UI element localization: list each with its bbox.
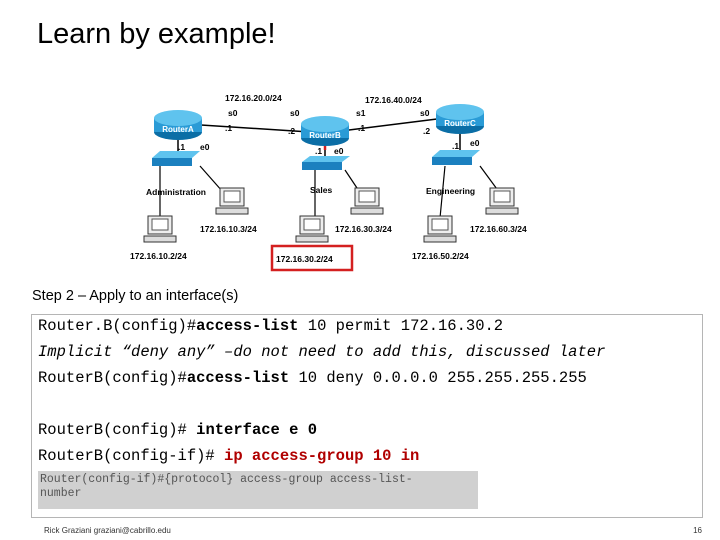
svg-text:172.16.10.3/24: 172.16.10.3/24 bbox=[200, 224, 257, 234]
router-c-icon: RouterC bbox=[436, 104, 484, 134]
host-10-2-icon bbox=[143, 215, 177, 243]
router-c-label: RouterC bbox=[444, 119, 476, 128]
router-b-label: RouterB bbox=[309, 131, 341, 140]
syntax-reference: Router(config-if)#{protocol} access-grou… bbox=[38, 471, 478, 509]
svg-text:s0: s0 bbox=[290, 108, 300, 118]
router-a-icon: RouterA bbox=[154, 110, 202, 140]
network-topology: RouterA RouterB RouterC bbox=[130, 93, 527, 272]
svg-text:.1: .1 bbox=[358, 123, 365, 133]
step-heading: Step 2 – Apply to an interface(s) bbox=[32, 288, 239, 304]
svg-text:.2: .2 bbox=[288, 126, 295, 136]
code-line-4: RouterB(config)# interface e 0 bbox=[38, 421, 318, 439]
svg-text:172.16.10.2/24: 172.16.10.2/24 bbox=[130, 251, 187, 261]
svg-text:s0: s0 bbox=[420, 108, 430, 118]
svg-text:.2: .2 bbox=[423, 126, 430, 136]
lan-label-engineering: Engineering bbox=[426, 186, 475, 196]
svg-text:e0: e0 bbox=[334, 146, 344, 156]
host-30-3-icon bbox=[350, 187, 384, 215]
lan-label-sales: Sales bbox=[310, 185, 332, 195]
svg-text:.1: .1 bbox=[178, 142, 185, 152]
code-line-3: RouterB(config)#access-list 10 deny 0.0.… bbox=[38, 369, 587, 387]
page-number: 16 bbox=[693, 526, 702, 535]
code-line-1: Router.B(config)#access-list 10 permit 1… bbox=[38, 317, 504, 335]
router-a-label: RouterA bbox=[162, 125, 194, 134]
svg-text:.1: .1 bbox=[315, 146, 322, 156]
svg-text:s0: s0 bbox=[228, 108, 238, 118]
config-code-box: Router.B(config)#access-list 10 permit 1… bbox=[31, 314, 703, 518]
highlight-box bbox=[270, 244, 354, 272]
host-60-3-icon bbox=[485, 187, 519, 215]
code-line-5: RouterB(config-if)# ip access-group 10 i… bbox=[38, 447, 420, 465]
switch-admin-icon bbox=[152, 151, 200, 166]
svg-text:e0: e0 bbox=[470, 138, 480, 148]
code-line-2: Implicit “deny any” –do not need to add … bbox=[38, 343, 606, 361]
host-10-3-icon bbox=[215, 187, 249, 215]
net-label-ab: 172.16.20.0/24 bbox=[225, 93, 282, 103]
footer-author: Rick Graziani graziani@cabrillo.edu bbox=[44, 526, 171, 535]
host-30-2-icon bbox=[295, 215, 329, 243]
svg-text:172.16.30.3/24: 172.16.30.3/24 bbox=[335, 224, 392, 234]
svg-text:172.16.30.2/24: 172.16.30.2/24 bbox=[276, 254, 333, 264]
switch-sales-icon bbox=[302, 156, 350, 170]
svg-text:.1: .1 bbox=[452, 141, 459, 151]
svg-text:e0: e0 bbox=[200, 142, 210, 152]
network-diagram: RouterA RouterB RouterC bbox=[120, 88, 580, 278]
net-label-bc: 172.16.40.0/24 bbox=[365, 95, 422, 105]
router-b-icon: RouterB bbox=[301, 116, 349, 146]
svg-text:172.16.50.2/24: 172.16.50.2/24 bbox=[412, 251, 469, 261]
svg-text:172.16.60.3/24: 172.16.60.3/24 bbox=[470, 224, 527, 234]
host-50-2-icon bbox=[423, 215, 457, 243]
svg-text:.1: .1 bbox=[225, 123, 232, 133]
slide-title: Learn by example! bbox=[37, 18, 276, 50]
switch-engineering-icon bbox=[432, 150, 480, 165]
lan-label-admin: Administration bbox=[146, 187, 206, 197]
svg-text:s1: s1 bbox=[356, 108, 366, 118]
